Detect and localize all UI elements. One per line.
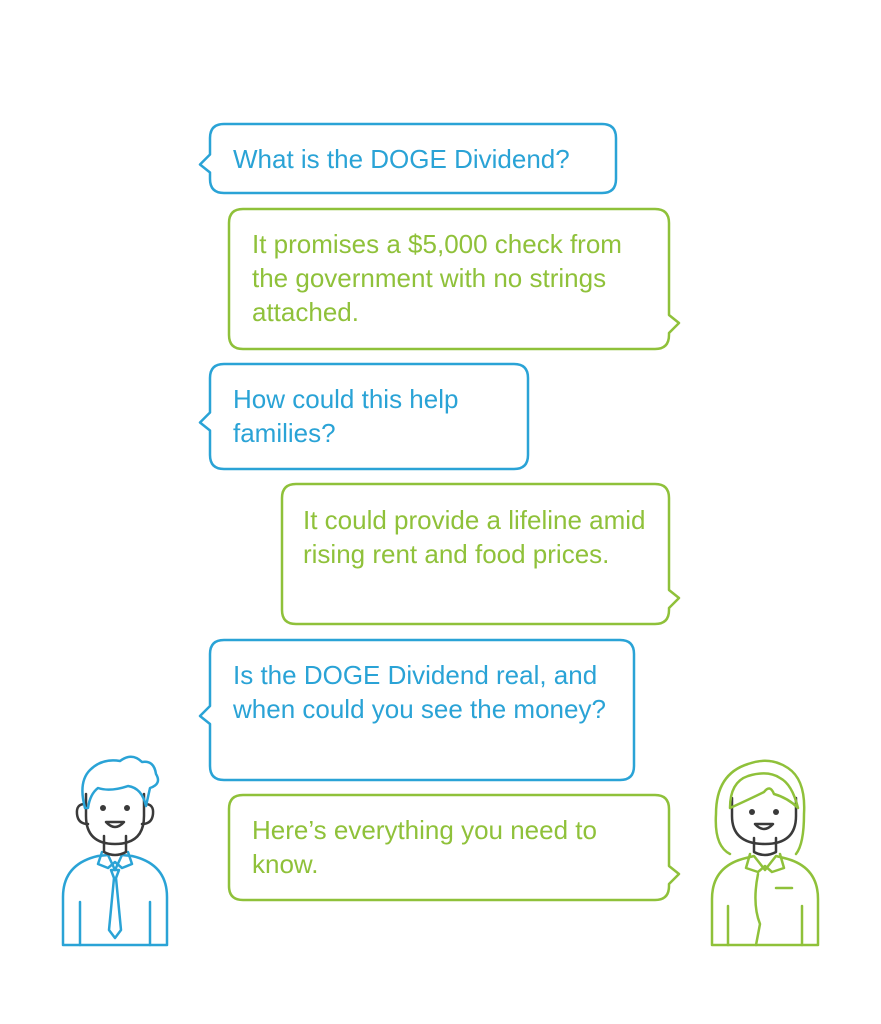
speech-bubble-2 <box>227 207 681 351</box>
speech-bubble-3 <box>198 362 530 471</box>
speech-bubble-1 <box>198 122 618 195</box>
message-1-text: What is the DOGE Dividend? <box>233 144 570 174</box>
speech-bubble-4 <box>280 482 681 626</box>
message-5-text: Is the DOGE Dividend real, and when coul… <box>233 660 606 724</box>
message-6-text: Here’s everything you need to know. <box>252 815 597 879</box>
speech-bubble-5 <box>198 638 636 782</box>
message-4-text: It could provide a lifeline amid rising … <box>303 505 646 569</box>
woman-avatar-icon <box>710 759 820 947</box>
message-3-text: How could this help families? <box>233 384 459 448</box>
man-avatar-icon <box>61 755 169 947</box>
speech-bubble-6 <box>227 793 681 902</box>
message-2-text: It promises a $5,000 check from the gove… <box>252 229 622 327</box>
